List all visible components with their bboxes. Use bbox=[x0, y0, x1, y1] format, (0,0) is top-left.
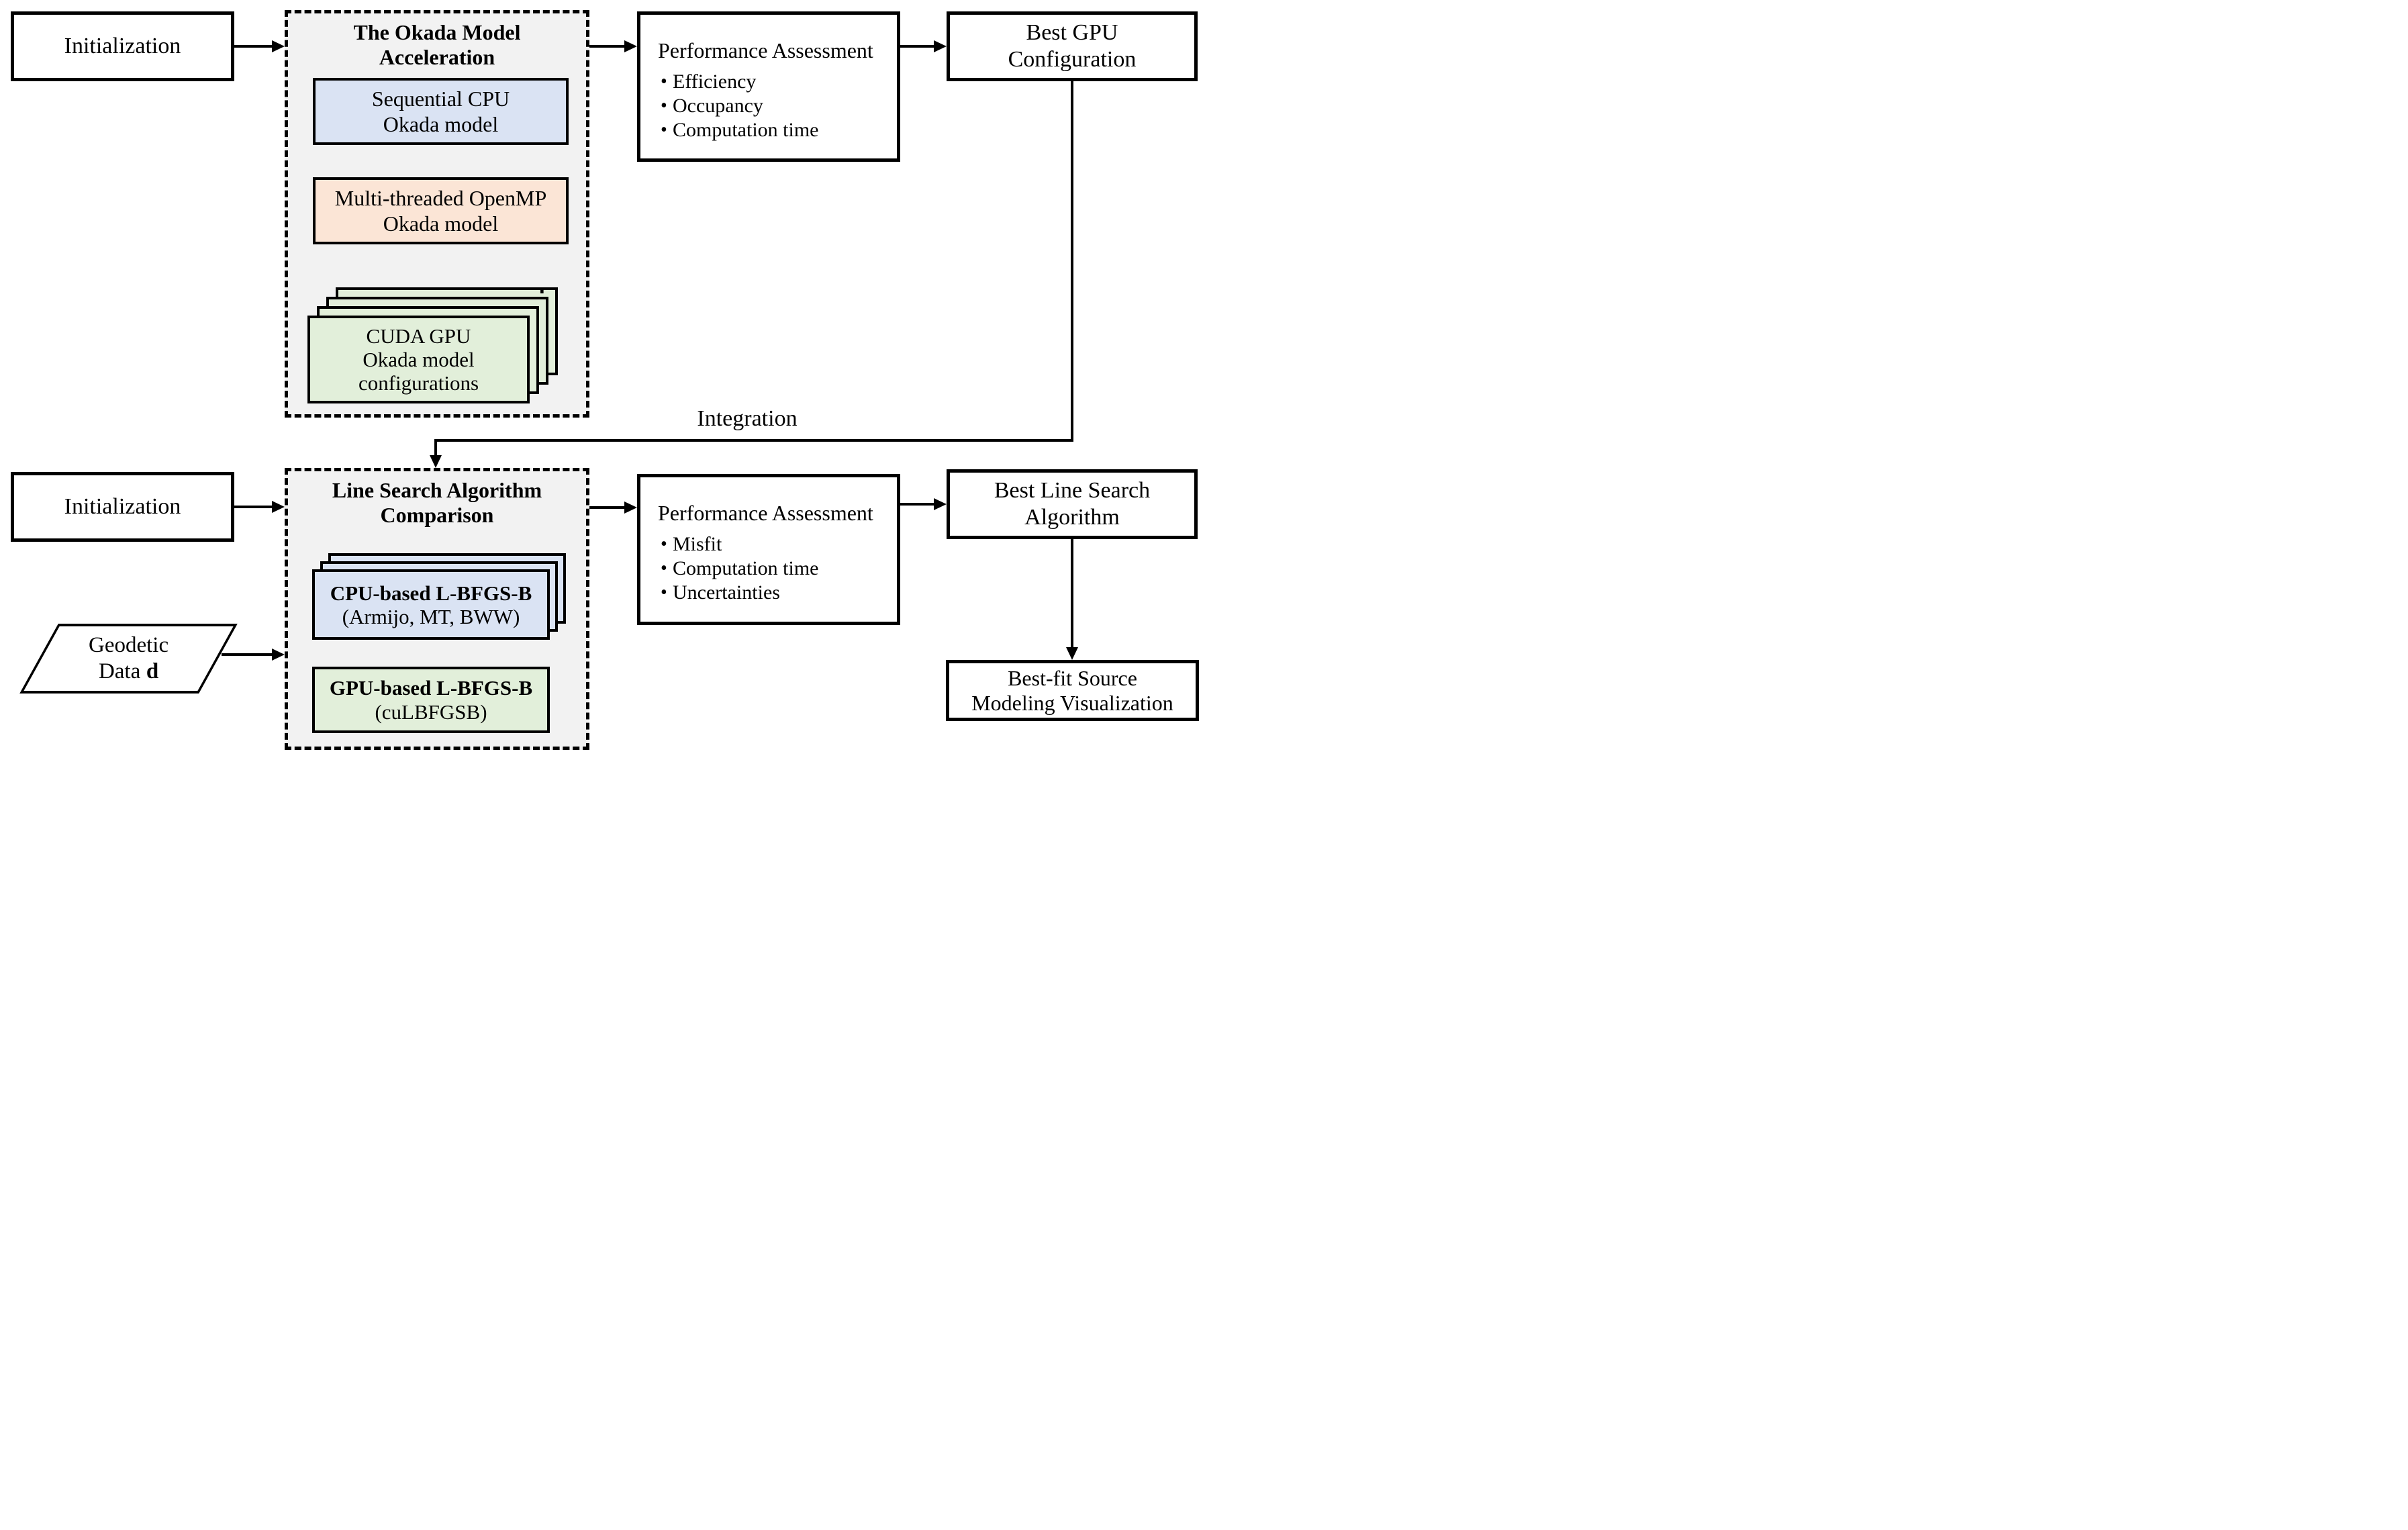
sequential-cpu-box: Sequential CPU Okada model bbox=[313, 78, 569, 145]
arrow-ls-perf-line bbox=[589, 506, 626, 509]
performance-bottom-item-3: Uncertainties bbox=[673, 581, 780, 604]
cuda-gpu-line3: configurations bbox=[358, 371, 479, 395]
bullet-icon: • bbox=[661, 71, 667, 92]
arrow-perf-bestgpu-head-icon bbox=[934, 40, 947, 52]
gpu-lbfgsb-line1: GPU-based L-BFGS-B bbox=[329, 675, 533, 700]
performance-top-title: Performance Assessment bbox=[658, 38, 873, 62]
openmp-box: Multi-threaded OpenMP Okada model bbox=[313, 177, 569, 244]
arrow-bestls-bestfit-line bbox=[1071, 539, 1073, 649]
best-gpu-line1: Best GPU bbox=[1026, 20, 1118, 45]
arrow-perf-bestls-head-icon bbox=[934, 498, 947, 510]
performance-bottom-item-1: Misfit bbox=[673, 533, 722, 555]
initialization-bottom-label: Initialization bbox=[64, 494, 181, 519]
gpu-lbfgsb-box: GPU-based L-BFGS-B (cuLBFGSB) bbox=[312, 667, 550, 733]
gpu-lbfgsb-line2: (cuLBFGSB) bbox=[375, 700, 487, 724]
arrow-perf-bestgpu-line bbox=[900, 45, 935, 48]
performance-top-item-2: Occupancy bbox=[673, 95, 763, 117]
arrow-okada-perf-head-icon bbox=[624, 40, 637, 52]
integration-drop-line bbox=[434, 439, 437, 457]
bullet-icon: • bbox=[661, 582, 667, 603]
best-line-search-line2: Algorithm bbox=[1024, 505, 1120, 530]
list-item: • Misfit bbox=[640, 532, 897, 557]
list-item: • Uncertainties bbox=[640, 581, 897, 605]
arrow-init2-line bbox=[234, 506, 273, 508]
arrow-geodetic-head-icon bbox=[272, 649, 285, 661]
sequential-cpu-line1: Sequential CPU bbox=[371, 87, 510, 111]
sequential-cpu-line2: Okada model bbox=[383, 112, 499, 136]
bullet-icon: • bbox=[661, 534, 667, 555]
bullet-icon: • bbox=[661, 95, 667, 116]
arrow-okada-perf-line bbox=[589, 45, 626, 48]
cpu-lbfgsb-line2: (Armijo, MT, BWW) bbox=[342, 604, 520, 628]
integration-horizontal-line bbox=[434, 439, 1073, 442]
openmp-line1: Multi-threaded OpenMP bbox=[334, 186, 547, 210]
openmp-line2: Okada model bbox=[383, 211, 499, 236]
cuda-gpu-box: CUDA GPU Okada model configurations bbox=[307, 316, 530, 403]
flowchart-canvas: Initialization The Okada Model Accelerat… bbox=[0, 0, 1204, 765]
performance-bottom-title: Performance Assessment bbox=[658, 501, 873, 525]
best-fit-line2: Modeling Visualization bbox=[971, 690, 1173, 715]
bullet-icon: • bbox=[661, 558, 667, 579]
list-item: • Occupancy bbox=[640, 94, 897, 118]
cuda-stack: ⋰ CUDA GPU Okada model configurations bbox=[307, 287, 558, 403]
line-search-title-line2: Comparison bbox=[380, 503, 494, 527]
cpu-lbfgsb-box: CPU-based L-BFGS-B (Armijo, MT, BWW) bbox=[312, 569, 550, 640]
initialization-bottom-box: Initialization bbox=[11, 472, 234, 542]
okada-panel-title-line2: Acceleration bbox=[379, 45, 495, 69]
best-line-search-line1: Best Line Search bbox=[994, 478, 1151, 503]
line-search-title-line1: Line Search Algorithm bbox=[332, 478, 542, 502]
cuda-gpu-line1: CUDA GPU bbox=[366, 324, 471, 348]
best-gpu-configuration-box: Best GPU Configuration bbox=[947, 11, 1198, 81]
performance-top-item-1: Efficiency bbox=[673, 70, 757, 93]
initialization-top-label: Initialization bbox=[64, 34, 181, 58]
list-item: • Efficiency bbox=[640, 70, 897, 94]
arrow-init2-head-icon bbox=[272, 501, 285, 513]
performance-bottom-item-2: Computation time bbox=[673, 557, 819, 579]
okada-panel-title: The Okada Model Acceleration bbox=[288, 13, 586, 70]
arrow-init1-head-icon bbox=[272, 40, 285, 52]
okada-panel-title-line1: The Okada Model bbox=[353, 20, 521, 44]
list-item: • Computation time bbox=[640, 118, 897, 142]
arrow-geodetic-line bbox=[222, 653, 273, 656]
arrow-ls-perf-head-icon bbox=[624, 501, 637, 514]
geodetic-line2-prefix: Data bbox=[98, 659, 141, 683]
line-search-panel-title: Line Search Algorithm Comparison bbox=[288, 471, 586, 528]
performance-assessment-top-box: Performance Assessment • Efficiency • Oc… bbox=[637, 11, 900, 162]
arrow-perf-bestls-line bbox=[900, 503, 935, 506]
bullet-icon: • bbox=[661, 119, 667, 140]
geodetic-d-symbol: d bbox=[146, 659, 159, 683]
performance-top-list: • Efficiency • Occupancy • Computation t… bbox=[640, 70, 897, 142]
integration-arrow-head-icon bbox=[430, 455, 442, 468]
initialization-top-box: Initialization bbox=[11, 11, 234, 81]
best-line-search-box: Best Line Search Algorithm bbox=[947, 469, 1198, 539]
list-item: • Computation time bbox=[640, 557, 897, 581]
integration-vertical-line bbox=[1071, 81, 1073, 440]
geodetic-line1: Geodetic bbox=[88, 633, 169, 657]
cuda-gpu-line2: Okada model bbox=[363, 348, 475, 371]
performance-assessment-bottom-box: Performance Assessment • Misfit • Comput… bbox=[637, 474, 900, 625]
integration-label: Integration bbox=[697, 406, 798, 431]
arrow-init1-line bbox=[234, 45, 273, 48]
cpu-lbfgsb-stack: CPU-based L-BFGS-B (Armijo, MT, BWW) bbox=[312, 553, 566, 640]
arrow-bestls-bestfit-head-icon bbox=[1066, 647, 1078, 660]
best-fit-line1: Best-fit Source bbox=[1008, 665, 1137, 690]
performance-top-item-3: Computation time bbox=[673, 119, 819, 141]
cpu-lbfgsb-line1: CPU-based L-BFGS-B bbox=[330, 581, 532, 605]
performance-bottom-list: • Misfit • Computation time • Uncertaint… bbox=[640, 532, 897, 605]
best-gpu-line2: Configuration bbox=[1008, 47, 1137, 72]
best-fit-visualization-box: Best-fit Source Modeling Visualization bbox=[946, 660, 1199, 721]
